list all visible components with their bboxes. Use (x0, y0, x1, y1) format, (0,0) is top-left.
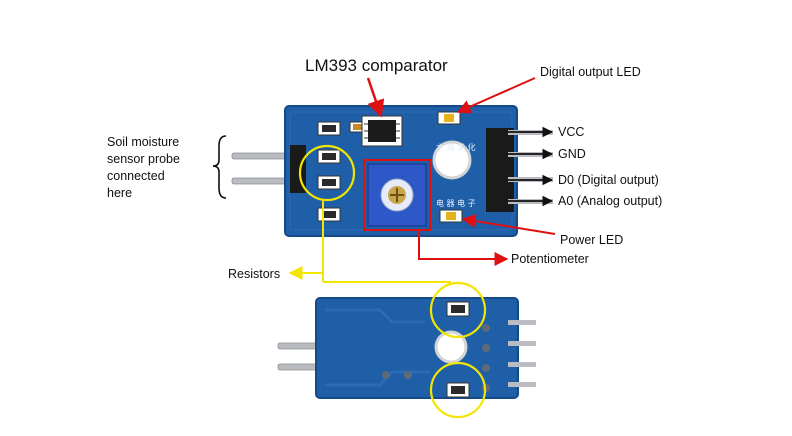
vcc-label: VCC (558, 125, 585, 139)
probe-label-line3: connected (107, 169, 165, 183)
svg-text:电 器 电 子: 电 器 电 子 (436, 198, 476, 208)
lm393-chip (361, 115, 403, 147)
d0-label: D0 (Digital output) (558, 173, 659, 187)
potentiometer-label: Potentiometer (511, 252, 589, 266)
probe-brace-icon (212, 135, 227, 199)
front-board: 木 趣 美 化 电 器 电 子 (231, 105, 553, 237)
potentiometer-highlight-box-icon (363, 159, 431, 231)
mounting-hole-back (434, 330, 468, 364)
power-led (439, 209, 463, 223)
output-header (486, 128, 553, 212)
probe-label: Soil moisture sensor probe connected her… (107, 134, 217, 202)
potentiometer (367, 163, 427, 227)
digital-led-arrow-icon (456, 77, 536, 114)
potentiometer-arrow-icon (418, 230, 509, 266)
digital-output-led (437, 111, 461, 125)
back-board (277, 297, 536, 399)
probe-label-line4: here (107, 186, 133, 200)
probe-label-line2: sensor probe (107, 152, 180, 166)
probe-label-line1: Soil moisture (107, 135, 180, 149)
back-resistor-top-highlight-circle-icon (429, 281, 487, 339)
a0-label: A0 (Analog output) (558, 194, 663, 208)
comparator-label: LM393 comparator (305, 56, 448, 75)
gnd-label: GND (558, 147, 586, 161)
power-led-label: Power LED (560, 233, 624, 247)
digital-led-label: Digital output LED (540, 65, 641, 79)
power-led-arrow-icon (461, 214, 556, 235)
comparator-arrow-icon (366, 77, 385, 118)
resistors-label: Resistors (228, 267, 281, 281)
resistors-connector-line (323, 281, 451, 285)
mounting-hole-front (432, 140, 472, 180)
svg-text:木 趣 美 化: 木 趣 美 化 (436, 142, 476, 152)
back-resistor-bottom-highlight-circle-icon (429, 361, 487, 419)
pcb-back (315, 297, 519, 399)
front-resistor-highlight-circle-icon (298, 144, 356, 202)
